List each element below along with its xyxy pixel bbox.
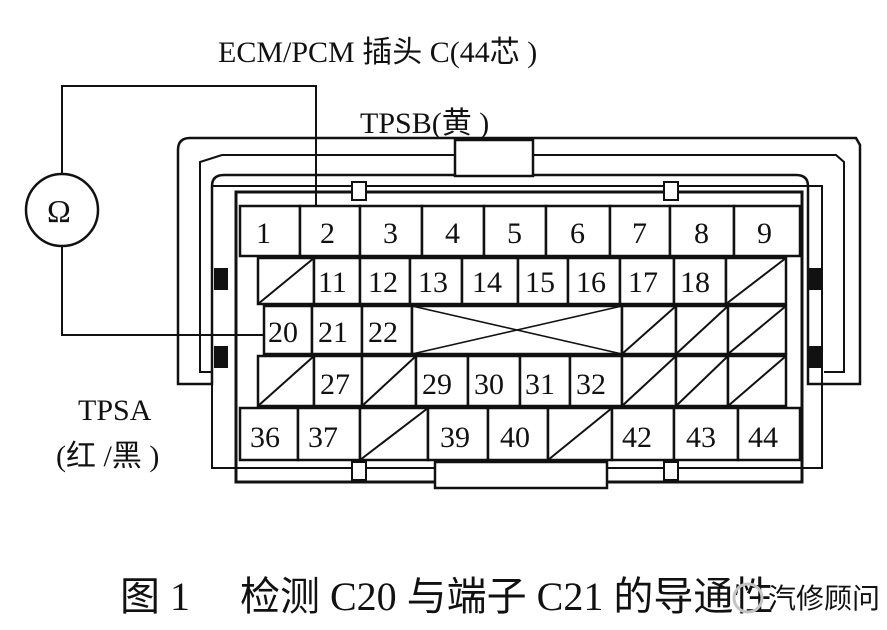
- tpsb-label: TPSB(黄 ): [360, 107, 489, 140]
- connector-shell: [176, 136, 862, 490]
- pin-16: 16: [576, 266, 606, 299]
- pin-row-4: 27 29 30 31 32: [256, 354, 788, 408]
- pin-36: 36: [250, 421, 280, 454]
- ohmmeter: Ω: [24, 172, 100, 248]
- pin-21: 21: [318, 316, 348, 349]
- pin-row-1: 1 2 3 4 5 6 7 8 9: [238, 204, 802, 258]
- connector-title: ECM/PCM 插头 C(44芯 ): [218, 36, 537, 69]
- pin-5: 5: [507, 217, 522, 250]
- pin-31: 31: [525, 368, 555, 401]
- pin-grid: 1 2 3 4 5 6 7 8 9 11 12 13 1: [238, 204, 802, 462]
- pin-4: 4: [445, 217, 460, 250]
- tpsa-color-label: (红 /黑 ): [56, 440, 159, 473]
- pin-8: 8: [694, 217, 709, 250]
- ohm-symbol-icon: Ω: [47, 193, 71, 229]
- pin-15: 15: [525, 266, 555, 299]
- watermark-text: 汽修顾问: [768, 583, 880, 615]
- figure-caption: 检测 C20 与端子 C21 的导通性: [240, 574, 773, 619]
- pin-42: 42: [622, 421, 652, 454]
- pin-6: 6: [570, 217, 585, 250]
- pin-9: 9: [757, 217, 772, 250]
- pin-7: 7: [632, 217, 647, 250]
- pin-22: 22: [368, 316, 398, 349]
- pin-row-3: 20 21 22: [262, 304, 788, 356]
- wechat-icon: [732, 582, 764, 614]
- figure-number: 图 1: [120, 574, 190, 619]
- pin-20: 20: [268, 316, 298, 349]
- pin-1: 1: [256, 217, 271, 250]
- watermark: 汽修顾问: [732, 582, 880, 615]
- pin-row-5: 36 37 39 40 42 43 44: [238, 406, 802, 462]
- pin-43: 43: [686, 421, 716, 454]
- tpsa-label: TPSA: [78, 394, 152, 427]
- pin-13: 13: [418, 266, 448, 299]
- pin-32: 32: [576, 368, 606, 401]
- pin-14: 14: [472, 266, 502, 299]
- pin-17: 17: [628, 266, 658, 299]
- pin-2: 2: [320, 217, 335, 250]
- pin-29: 29: [422, 368, 452, 401]
- pin-40: 40: [500, 421, 530, 454]
- pin-12: 12: [368, 266, 398, 299]
- pin-11: 11: [318, 266, 347, 299]
- pin-18: 18: [680, 266, 710, 299]
- pin-row-2: 11 12 13 14 15 16 17 18: [256, 256, 788, 306]
- probe-wire-pin20: [61, 246, 264, 336]
- pin-3: 3: [383, 217, 398, 250]
- pin-30: 30: [474, 368, 504, 401]
- pin-39: 39: [440, 421, 470, 454]
- pin-44: 44: [748, 421, 778, 454]
- pin-37: 37: [308, 421, 338, 454]
- pin-27: 27: [320, 368, 350, 401]
